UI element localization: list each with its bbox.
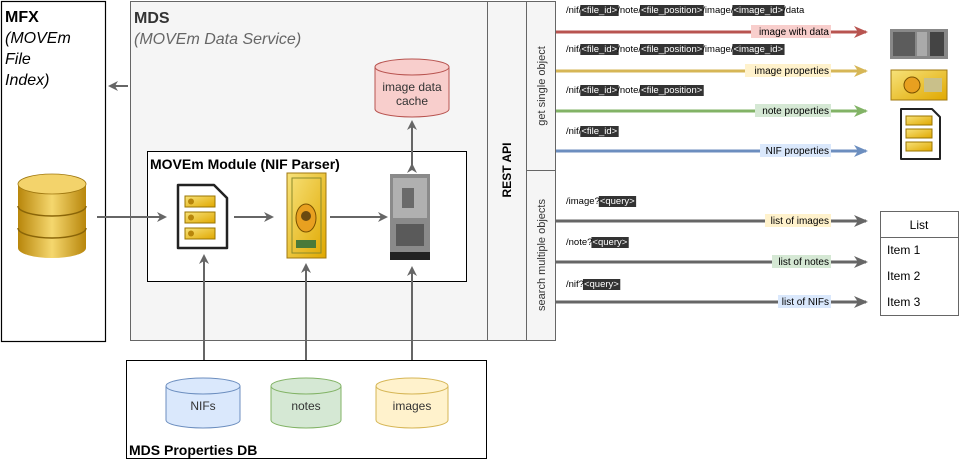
rest-api-label: REST API	[500, 143, 514, 198]
endpoint-list-nifs: /nif?<query> list of NIFs	[556, 279, 868, 308]
svg-text:/nif/<file_id>/note/<file_posi: /nif/<file_id>/note/<file_position>	[566, 85, 703, 96]
endpoint-nif-properties: /nif/<file_id> NIF properties	[556, 126, 868, 157]
svg-text:/nif?<query>: /nif?<query>	[566, 279, 619, 290]
image-data-thumbnail	[890, 29, 948, 59]
notes-db: notes	[270, 377, 342, 429]
endpoint-note-properties: /nif/<file_id>/note/<file_position> note…	[556, 85, 868, 117]
label-list-of-notes: list of notes	[778, 257, 829, 268]
token-highlight	[598, 196, 637, 207]
label-nif-properties: NIF properties	[766, 146, 829, 157]
nif-file-icon	[176, 183, 229, 250]
images-db-label: images	[393, 399, 432, 413]
token-highlight	[580, 126, 619, 137]
mds-title: MDS	[134, 10, 170, 27]
token-highlight	[580, 85, 619, 96]
module-title: MOVEm Module (NIF Parser)	[150, 156, 340, 172]
svg-text:/note?<query>: /note?<query>	[566, 237, 628, 248]
svg-text:/nif/<file_id>/note/<file_posi: /nif/<file_id>/note/<file_position>/imag…	[566, 5, 805, 16]
label-list-of-images: list of images	[771, 216, 829, 227]
mfx-box: MFX (MOVEm File Index)	[0, 0, 107, 343]
svg-text:/nif/<file_id>/note/<file_posi: /nif/<file_id>/note/<file_position>/imag…	[566, 44, 784, 55]
token-highlight	[580, 5, 619, 16]
banknote-thumbnail	[890, 69, 948, 101]
get-single-label: get single object	[536, 46, 548, 126]
database-icon	[17, 173, 87, 258]
banknote-icon	[286, 172, 327, 259]
token-highlight	[640, 5, 704, 16]
mfx-subtitle-line3: Index)	[5, 72, 49, 89]
label-image-properties: image properties	[755, 66, 829, 77]
endpoint-list-images: /image?<query> list of images	[556, 196, 868, 227]
label-note-properties: note properties	[762, 106, 829, 117]
rest-api-panel: REST API get single object search multip…	[487, 1, 556, 341]
token-highlight	[580, 44, 619, 55]
token-highlight	[732, 44, 785, 55]
search-multiple-label: search multiple objects	[536, 199, 548, 311]
notes-db-label: notes	[291, 399, 320, 413]
nifs-db: NIFs	[165, 377, 241, 429]
token-highlight	[591, 237, 629, 248]
token-highlight	[640, 44, 704, 55]
token-highlight	[582, 279, 621, 290]
result-list: List Item 1 Item 2 Item 3	[880, 211, 959, 316]
list-item: Item 2	[887, 269, 921, 283]
label-image-with-data: image with data	[759, 27, 829, 38]
mfx-subtitle-line2: File	[5, 51, 31, 68]
cache-label-line2: cache	[396, 94, 428, 108]
mfx-title: MFX	[5, 9, 39, 26]
endpoint-image-properties: /nif/<file_id>/note/<file_position>/imag…	[556, 44, 868, 77]
mfx-subtitle-line1: (MOVEm	[5, 30, 71, 47]
scanned-image-icon	[390, 174, 430, 260]
list-title: List	[910, 218, 929, 232]
db-title: MDS Properties DB	[129, 442, 257, 458]
token-highlight	[732, 5, 785, 16]
image-data-cache: image data cache	[374, 58, 450, 118]
token-highlight	[640, 85, 704, 96]
nifs-db-label: NIFs	[190, 399, 215, 413]
svg-text:/nif/<file_id>: /nif/<file_id>	[566, 126, 618, 137]
list-item: Item 3	[887, 295, 921, 309]
endpoint-list-notes: /note?<query> list of notes	[556, 237, 868, 268]
svg-text:/image?<query>: /image?<query>	[566, 196, 635, 207]
list-item: Item 1	[887, 243, 921, 257]
endpoint-image-data: /nif/<file_id>/note/<file_position>/imag…	[556, 5, 868, 38]
nif-thumbnail	[900, 108, 941, 160]
images-db: images	[375, 377, 449, 429]
label-list-of-nifs: list of NIFs	[782, 297, 829, 308]
mds-subtitle: (MOVEm Data Service)	[134, 31, 301, 48]
cache-label-line1: image data	[382, 80, 442, 94]
